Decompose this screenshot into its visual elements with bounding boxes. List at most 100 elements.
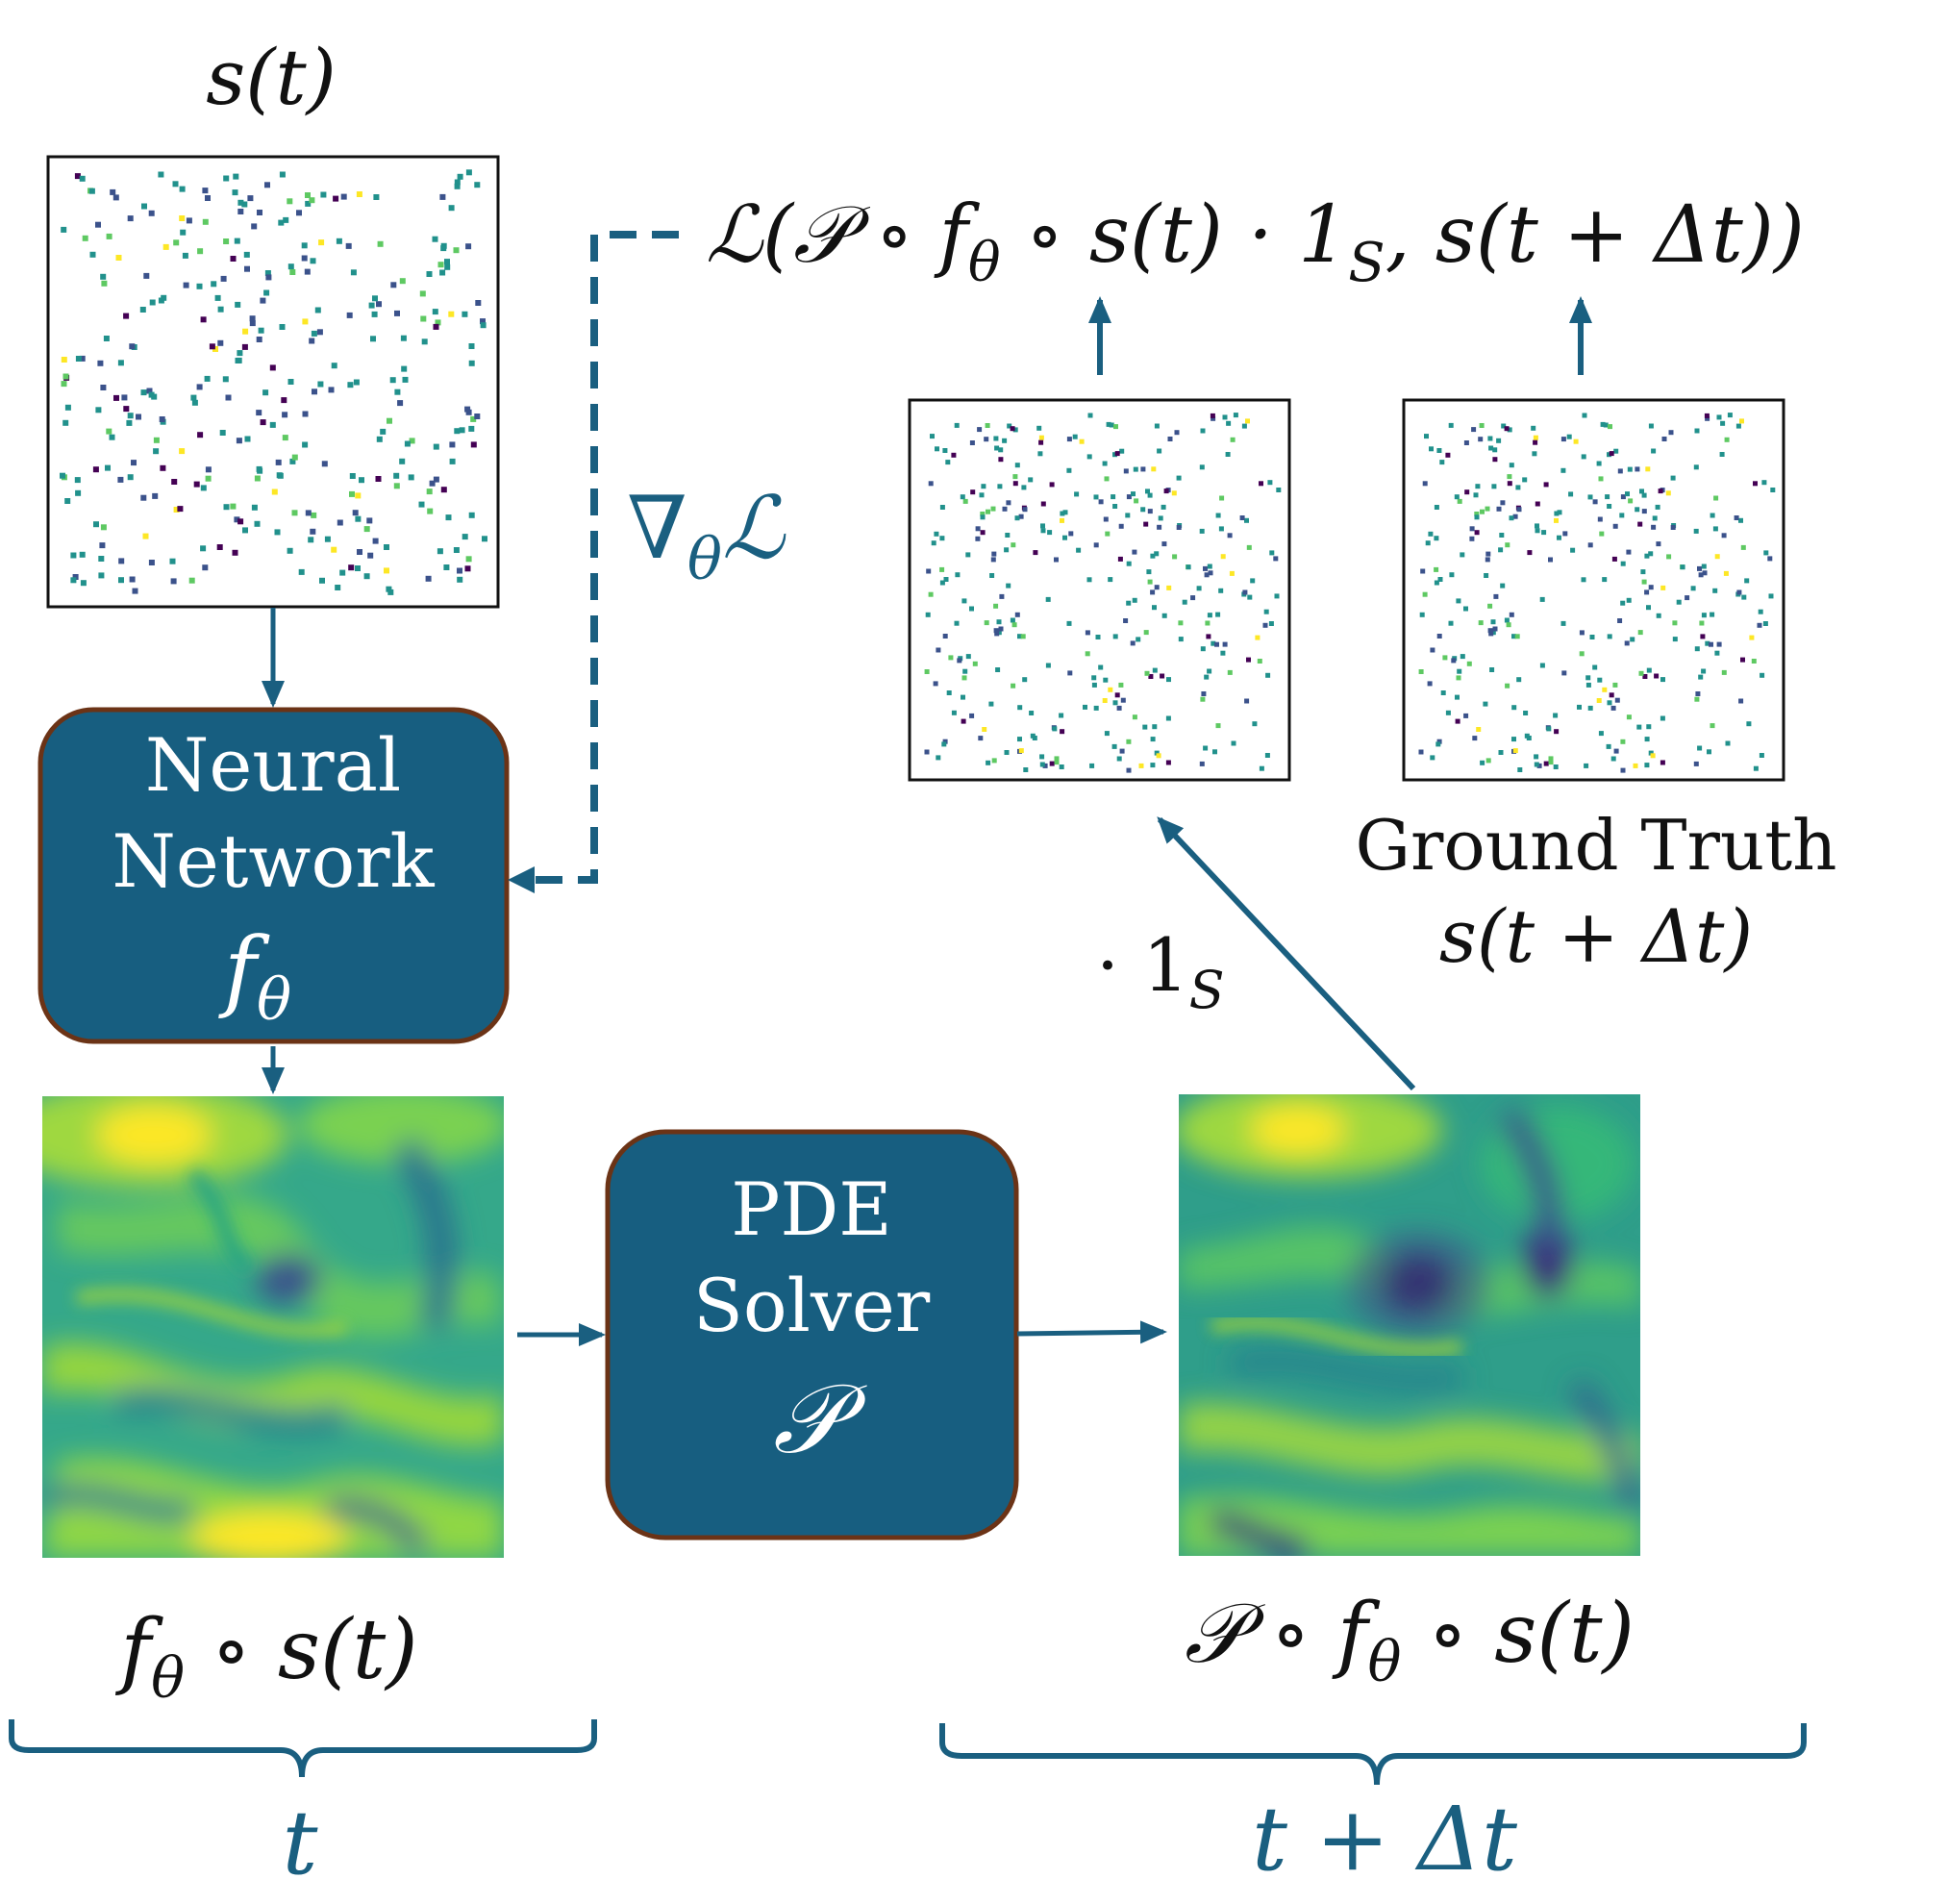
- observation-dot: [926, 568, 932, 574]
- observation-dot: [1136, 637, 1141, 642]
- observation-dot: [117, 476, 124, 483]
- observation-dot: [1245, 418, 1250, 424]
- observation-dot: [1093, 705, 1099, 711]
- observation-dot: [1651, 524, 1657, 530]
- observation-dot: [160, 464, 166, 471]
- observation-dot: [153, 437, 160, 443]
- observation-dot: [1156, 753, 1161, 759]
- observation-dot: [439, 193, 446, 200]
- observation-dot: [1723, 570, 1729, 576]
- observation-dot: [993, 603, 999, 609]
- observation-dot: [991, 551, 997, 557]
- observation-dot: [1218, 588, 1224, 593]
- observation-dot: [70, 552, 77, 559]
- observation-dot: [994, 631, 1000, 637]
- observation-dot: [951, 710, 957, 715]
- observation-dot: [942, 634, 948, 639]
- observation-dot: [1642, 674, 1648, 679]
- observation-dot: [1039, 754, 1045, 760]
- observation-dot: [1147, 509, 1153, 514]
- observation-dot: [1585, 675, 1591, 681]
- observation-dot: [1603, 422, 1609, 428]
- observation-dot: [1120, 697, 1126, 703]
- observation-dot: [1091, 682, 1097, 688]
- observation-dot: [309, 197, 315, 204]
- observation-dot: [1215, 612, 1221, 617]
- observation-dot: [1763, 550, 1769, 556]
- observation-dot: [1010, 426, 1015, 432]
- observation-dot: [1246, 544, 1252, 550]
- observation-dot: [437, 262, 444, 268]
- observation-dot: [1203, 565, 1208, 571]
- observation-dot: [1157, 448, 1162, 454]
- observation-dot: [152, 492, 159, 499]
- observation-dot: [1434, 536, 1439, 541]
- observation-dot: [1104, 476, 1110, 482]
- observation-dot: [432, 309, 438, 315]
- observation-dot: [1660, 677, 1665, 683]
- observation-dot: [1085, 630, 1090, 636]
- observation-dot: [449, 458, 456, 464]
- observation-dot: [1710, 723, 1715, 729]
- observation-dot: [977, 427, 983, 433]
- observation-dot: [1602, 577, 1608, 583]
- observation-dot: [1045, 663, 1051, 668]
- observation-dot: [925, 612, 931, 617]
- observation-dot: [1076, 547, 1082, 553]
- observation-dot: [1670, 525, 1676, 530]
- observation-dot: [1161, 504, 1166, 510]
- observation-dot: [468, 343, 475, 349]
- observation-dot: [1610, 705, 1616, 711]
- observation-dot: [368, 302, 375, 309]
- observation-dot: [936, 755, 941, 761]
- observation-dot: [936, 647, 941, 653]
- observation-dot: [113, 394, 119, 401]
- observation-dot: [1109, 422, 1114, 428]
- observation-dot: [237, 518, 244, 525]
- sparse-observation-input-dots: [60, 169, 487, 595]
- observation-dot: [1021, 485, 1027, 490]
- observation-dot: [1257, 659, 1262, 664]
- observation-dot: [1066, 467, 1072, 473]
- observation-dot: [324, 536, 331, 542]
- observation-dot: [310, 258, 316, 264]
- observation-dot: [1561, 670, 1567, 676]
- observation-dot: [935, 446, 939, 452]
- observation-dot: [1123, 468, 1129, 474]
- observation-dot: [232, 189, 238, 196]
- observation-dot: [459, 427, 465, 434]
- observation-dot: [409, 438, 415, 444]
- observation-dot: [1693, 761, 1699, 766]
- observation-dot: [1037, 451, 1043, 457]
- observation-dot: [1644, 763, 1650, 768]
- observation-dot: [999, 593, 1005, 599]
- observation-dot: [1143, 521, 1149, 527]
- observation-dot: [289, 458, 296, 464]
- observation-dot: [1250, 578, 1256, 584]
- observation-dot: [320, 191, 327, 198]
- observation-dot: [1751, 659, 1757, 664]
- observation-dot: [1738, 698, 1744, 704]
- observation-dot: [1759, 753, 1764, 758]
- observation-dot: [298, 568, 305, 575]
- observation-dot: [1148, 674, 1154, 679]
- observation-dot: [1239, 515, 1245, 520]
- observation-dot: [105, 464, 111, 471]
- observation-dot: [1242, 589, 1248, 595]
- observation-dot: [251, 504, 258, 511]
- observation-dot: [1548, 557, 1553, 563]
- observation-dot: [251, 223, 258, 230]
- observation-dot: [1143, 630, 1149, 636]
- observation-dot: [1741, 594, 1747, 600]
- observation-dot: [1714, 554, 1720, 560]
- observation-dot: [372, 538, 379, 544]
- observation-dot: [426, 271, 433, 277]
- observation-dot: [1637, 521, 1643, 527]
- observation-dot: [1154, 423, 1160, 429]
- observation-dot: [1720, 420, 1726, 426]
- observation-dot: [1429, 446, 1434, 452]
- observation-dot: [127, 474, 134, 481]
- observation-dot: [148, 210, 155, 216]
- observation-dot: [331, 546, 337, 553]
- observation-dot: [1633, 763, 1638, 768]
